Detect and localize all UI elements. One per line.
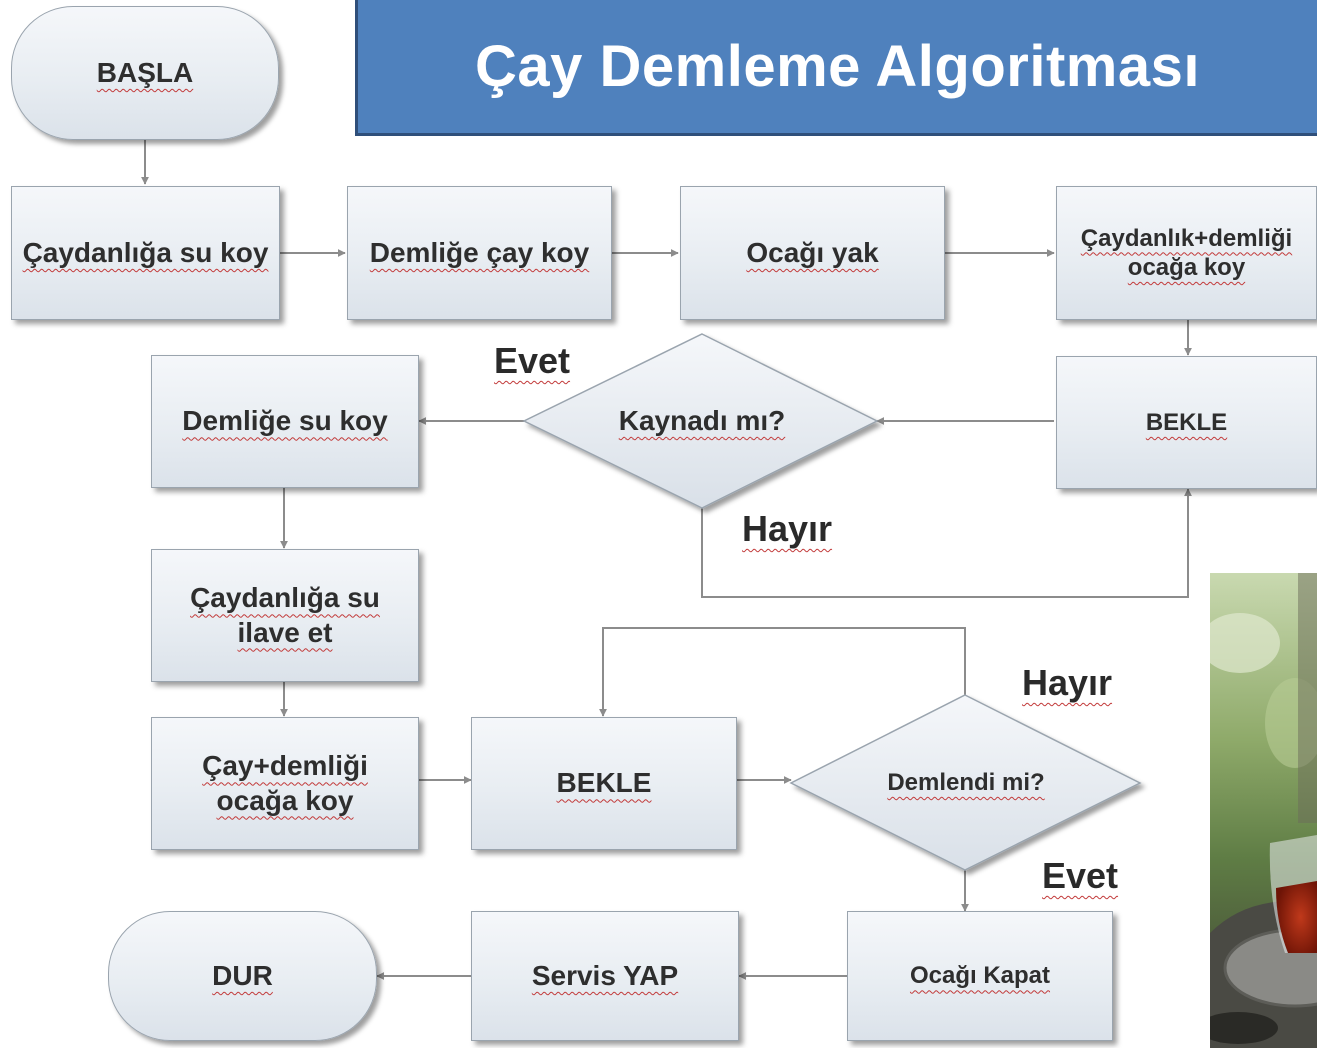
- decision-boiled-text: Kaynadı mı?: [560, 395, 844, 447]
- decision-diamond-boiled: [522, 333, 879, 509]
- step-pour-water-label: Demliğe su koy: [182, 405, 388, 437]
- step-add-more-water: Çaydanlığa su ilave et: [151, 549, 419, 682]
- page-title: Çay Demleme Algoritması: [475, 34, 1200, 99]
- decision1-yes-label: Evet: [494, 340, 571, 381]
- connector-lines: [141, 140, 1192, 980]
- step-put-on-stove-label: Çaydanlık+demliği ocağa koy: [1080, 224, 1293, 281]
- arrow-decision2-no-to-wait2: [599, 627, 966, 717]
- wait-node-1-label: BEKLE: [1145, 408, 1228, 436]
- step-turn-off-stove: Ocağı Kapat: [847, 911, 1113, 1041]
- wait-node-1: BEKLE: [1056, 356, 1317, 489]
- step-light-stove-label: Ocağı yak: [746, 236, 879, 268]
- step-fill-kettle-label: Çaydanlığa su koy: [22, 236, 269, 268]
- step-add-more-water-label: Çaydanlığa su ilave et: [190, 582, 380, 648]
- decision2-yes-label: Evet: [1042, 855, 1119, 896]
- wait-node-2-label: BEKLE: [556, 767, 652, 799]
- decision-boiled-label: Kaynadı mı?: [618, 405, 786, 436]
- title-banner: Çay Demleme Algoritması: [355, 0, 1317, 136]
- decision-diamond-brewed: [789, 694, 1142, 871]
- step-light-stove: Ocağı yak: [680, 186, 945, 320]
- start-node-label: BAŞLA: [96, 56, 194, 88]
- decision-brewed-text: Demlendi mi?: [826, 757, 1106, 809]
- decision1-no-label: Hayır: [742, 508, 833, 549]
- step-add-tea: Demliğe çay koy: [347, 186, 612, 320]
- start-node: BAŞLA: [11, 6, 279, 140]
- step-turn-off-stove-label: Ocağı Kapat: [909, 962, 1051, 990]
- wait-node-2: BEKLE: [471, 717, 737, 850]
- step-teapot-on-stove: Çay+demliği ocağa koy: [151, 717, 419, 850]
- end-node-label: DUR: [212, 959, 273, 991]
- step-serve-label: Servis YAP: [531, 959, 679, 991]
- step-pour-water: Demliğe su koy: [151, 355, 419, 488]
- step-serve: Servis YAP: [471, 911, 739, 1041]
- arrow-decision1-no-to-wait1: [701, 488, 1192, 598]
- step-fill-kettle: Çaydanlığa su koy: [11, 186, 280, 320]
- decision2-no-label: Hayır: [1022, 662, 1113, 703]
- decision-brewed-label: Demlendi mi?: [887, 769, 1045, 796]
- step-put-on-stove: Çaydanlık+demliği ocağa koy: [1056, 186, 1317, 320]
- step-add-tea-label: Demliğe çay koy: [369, 236, 590, 268]
- end-node: DUR: [108, 911, 377, 1041]
- tea-glass-photo: [1210, 573, 1317, 1048]
- step-teapot-on-stove-label: Çay+demliği ocağa koy: [202, 750, 368, 816]
